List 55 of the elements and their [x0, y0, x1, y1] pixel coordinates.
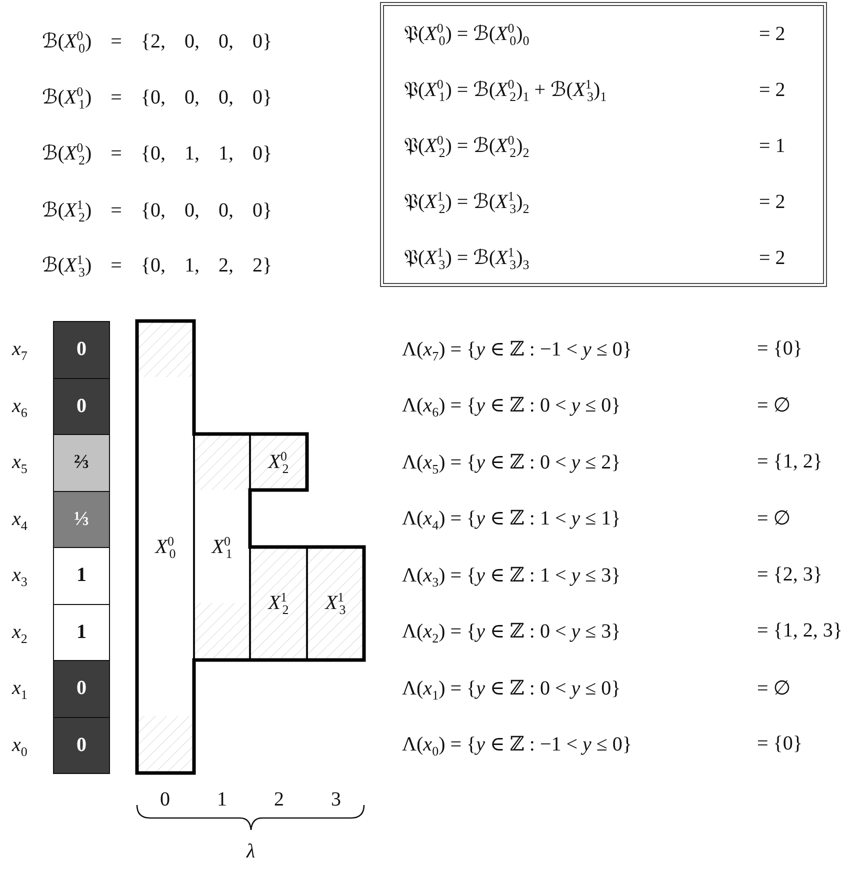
- row-label: x$_{2}$: [12, 620, 28, 644]
- equation: 𝔓(X$^{1}$$_{3}$) = ℬ(X$^{1}$$_{3}$)$_{3}$: [404, 243, 530, 274]
- equation: Λ(x$_{2}$) = {y ∈ ℤ : 0 < y ≤ 3}: [402, 620, 621, 644]
- equation-result: = 2: [759, 246, 786, 271]
- equation: 𝔓(X$^{1}$$_{2}$) = ℬ(X$^{1}$$_{3}$)$_{2}$: [404, 187, 530, 218]
- cell-value: 0: [76, 338, 86, 362]
- equation: 𝔓(X$^{0}$$_{2}$) = ℬ(X$^{0}$$_{2}$)$_{2}$: [404, 131, 530, 162]
- equation: ℬ(X$^{1}$$_{3}$) = {0, 1, 2, 2}: [42, 252, 272, 278]
- equation: ℬ(X$^{0}$$_{0}$) = {2, 0, 0, 0}: [42, 28, 272, 54]
- equation-result: = 2: [759, 78, 786, 103]
- equation-result: = 2: [759, 22, 786, 47]
- region: [194, 434, 250, 660]
- row-label: x$_{6}$: [12, 394, 28, 418]
- equation: Λ(x$_{6}$) = {y ∈ ℤ : 0 < y ≤ 0}: [402, 394, 621, 418]
- equation: ℬ(X$^{0}$$_{1}$) = {0, 0, 0, 0}: [42, 84, 272, 110]
- row-label: x$_{1}$: [12, 677, 28, 700]
- row-label: x$_{7}$: [12, 338, 28, 362]
- equation-panel: [380, 2, 827, 287]
- row-label: x$_{5}$: [12, 451, 28, 474]
- equation: ℬ(X$^{1}$$_{2}$) = {0, 0, 0, 0}: [42, 198, 272, 222]
- equation: Λ(x$_{5}$) = {y ∈ ℤ : 0 < y ≤ 2}: [402, 450, 621, 474]
- equation-result: = {0}: [757, 732, 802, 756]
- equation: 𝔓(X$^{0}$$_{0}$) = ℬ(X$^{0}$$_{0}$)$_{0}$: [404, 19, 530, 50]
- axis-tick-label: 0: [160, 788, 170, 812]
- cell-value: 1: [76, 620, 86, 644]
- equation: Λ(x$_{7}$) = {y ∈ ℤ : −1 < y ≤ 0}: [402, 338, 632, 362]
- axis-tick-label: 2: [274, 788, 284, 812]
- equation: Λ(x$_{1}$) = {y ∈ ℤ : 0 < y ≤ 0}: [402, 676, 621, 700]
- cell-value: 0: [76, 734, 86, 757]
- row-label: x$_{3}$: [12, 564, 28, 588]
- equation-result: = ∅: [757, 394, 791, 418]
- equation-result: = {0}: [757, 338, 802, 360]
- equation-result: = ∅: [757, 676, 791, 700]
- axis-label: λ: [246, 840, 256, 864]
- equation-result: = {1, 2, 3}: [757, 620, 842, 642]
- equation: 𝔓(X$^{0}$$_{1}$) = ℬ(X$^{0}$$_{2}$)$_{1}$ + ℬ(X$^{1}$$_{3}$)$_{1}$: [404, 75, 608, 106]
- equation-result: = 2: [759, 190, 786, 215]
- equation: Λ(x$_{4}$) = {y ∈ ℤ : 1 < y ≤ 1}: [402, 506, 621, 530]
- equation: ℬ(X$^{0}$$_{2}$) = {0, 1, 1, 0}: [42, 140, 272, 166]
- axis-tick-label: 1: [217, 788, 227, 812]
- cell-value: ⅓: [74, 508, 89, 531]
- equation-result: = {2, 3}: [757, 564, 822, 586]
- equation-result: = {1, 2}: [757, 450, 822, 474]
- axis-tick-label: 3: [331, 788, 341, 812]
- equation: Λ(x$_{3}$) = {y ∈ ℤ : 1 < y ≤ 3}: [402, 564, 621, 588]
- cell-value: ⅔: [74, 451, 89, 474]
- cell-value: 1: [76, 564, 86, 588]
- cell-value: 0: [76, 677, 86, 700]
- row-label: x$_{0}$: [12, 734, 28, 757]
- row-label: x$_{4}$: [12, 508, 28, 531]
- cell-value: 0: [76, 394, 86, 418]
- region: [250, 547, 307, 660]
- equation-result: = 1: [759, 134, 786, 159]
- equation-result: = ∅: [757, 506, 791, 530]
- equation: Λ(x$_{0}$) = {y ∈ ℤ : −1 < y ≤ 0}: [402, 732, 632, 756]
